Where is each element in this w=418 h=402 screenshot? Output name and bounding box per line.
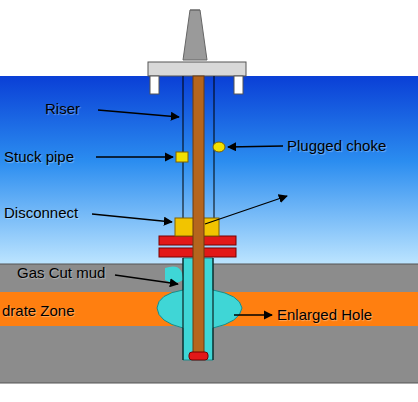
stuck-pipe-marker (176, 152, 188, 162)
drill-bit (189, 352, 208, 360)
casing (213, 258, 214, 360)
leader-line (98, 110, 179, 117)
callout-label: Enlarged Hole (277, 306, 372, 324)
sea-water (0, 76, 418, 266)
leader-line (92, 214, 172, 222)
callout-label: Plugged choke (287, 137, 386, 155)
callout-label: Stuck pipe (4, 148, 74, 166)
leader-line (115, 275, 178, 284)
plugged-choke-marker (213, 142, 225, 152)
leader-line (205, 196, 287, 224)
platform-leg (234, 76, 243, 94)
gas-cut-mud (165, 267, 183, 284)
platform-leg (150, 76, 159, 94)
derrick (183, 10, 207, 60)
callout-label: drate Zone (2, 302, 75, 320)
platform-deck (148, 62, 246, 76)
leader-line (228, 146, 283, 147)
drill-pipe (193, 76, 204, 356)
leader-line (234, 314, 272, 315)
riser-wall (183, 76, 184, 220)
leader-line (96, 156, 173, 157)
callout-label: Riser (45, 100, 80, 118)
callout-label: Gas Cut mud (17, 264, 105, 282)
casing (183, 258, 184, 360)
callout-label: Disconnect (4, 204, 78, 222)
